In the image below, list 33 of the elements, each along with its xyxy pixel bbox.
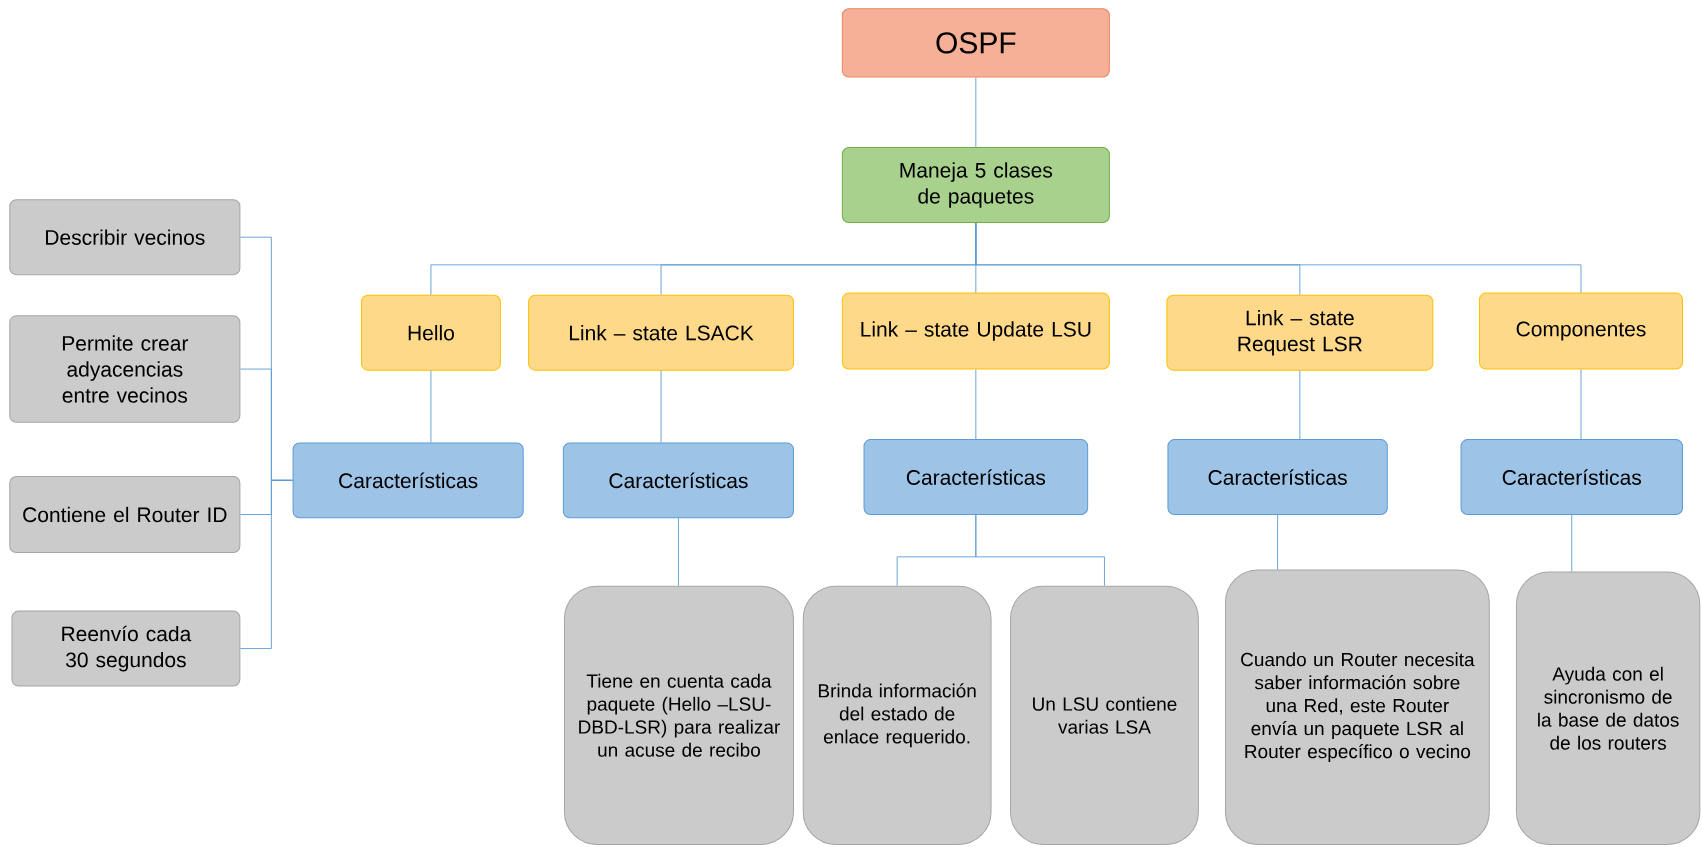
text-box: Cuando un Router necesita saber información sobre una Red, este Router envía un paquete LSR al Router específico o vecino: [1225, 569, 1490, 845]
text-box: Reenvío cada 30 segundos: [11, 610, 241, 687]
text-box: Permite crear adyacencias entre vecinos: [9, 315, 241, 423]
process-box: Hello: [361, 294, 501, 371]
process-box: OSPF: [841, 8, 1110, 78]
text-box: Ayuda con el sincronismo de la base de datos de los routers: [1515, 571, 1701, 845]
process-box: Características: [292, 442, 524, 519]
connector-line: [975, 369, 977, 440]
text-box: Brinda información del estado de enlace requerido.: [802, 585, 992, 845]
connector-line: [1571, 514, 1573, 572]
process-box: Características: [1460, 439, 1683, 515]
connector-line: [975, 514, 1105, 587]
process-box: Características: [562, 442, 794, 519]
process-box: Link – state Update LSU: [841, 292, 1110, 370]
connector-line: [1580, 369, 1582, 440]
connector-line: [975, 222, 1582, 294]
process-box: Link – state Request LSR: [1166, 294, 1434, 371]
connector-line: [239, 479, 294, 650]
connector-line: [975, 77, 977, 148]
connector-line: [677, 517, 679, 587]
process-box: Componentes: [1479, 292, 1683, 370]
connector-line: [1277, 514, 1279, 570]
process-box: Maneja 5 clases de paquetes: [841, 147, 1110, 224]
process-box: Características: [863, 439, 1089, 515]
text-box: Describir vecinos: [9, 199, 241, 276]
text-box: Contiene el Router ID: [9, 476, 241, 553]
text-box: Tiene en cuenta cada paquete (Hello –LSU-DBD-LSR) para realizar un acuse de recibo: [563, 585, 794, 845]
connector-line: [660, 370, 662, 443]
connector-line: [430, 370, 432, 443]
text-box: Un LSU contiene varias LSA: [1010, 585, 1199, 845]
connector-line: [1299, 370, 1301, 440]
process-box: Link – state LSACK: [528, 294, 794, 371]
process-box: Características: [1167, 439, 1388, 515]
